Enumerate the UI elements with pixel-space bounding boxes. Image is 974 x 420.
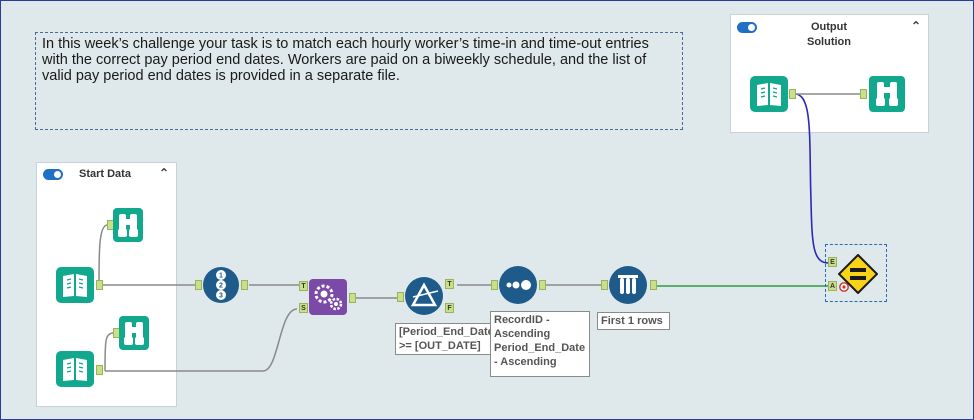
sort-dots-icon xyxy=(499,266,537,304)
wire-input2-to-join[interactable] xyxy=(105,308,298,372)
input-anchor[interactable] xyxy=(601,280,608,290)
input-data-tool-1[interactable] xyxy=(56,267,103,303)
wire-output-to-test[interactable] xyxy=(794,93,830,264)
book-icon xyxy=(750,76,788,112)
record-id-tool[interactable]: 1 2 3 xyxy=(195,267,251,303)
output-anchor[interactable] xyxy=(241,280,248,290)
output-browse-tool[interactable] xyxy=(860,76,908,112)
input-anchor[interactable] xyxy=(195,280,202,290)
collapse-chevron-icon[interactable]: ⌃ xyxy=(159,166,170,180)
filter-annotation: [Period_End_Date] >= [OUT_DATE] xyxy=(395,323,497,355)
comment-box[interactable]: In this week’s challenge your task is to… xyxy=(35,32,683,130)
sample-tool[interactable] xyxy=(601,266,659,304)
wire-input2-to-browse2[interactable] xyxy=(104,332,114,372)
binoculars-icon xyxy=(113,208,143,242)
sort-tool[interactable] xyxy=(491,266,547,304)
test-tool[interactable]: E A xyxy=(825,244,887,302)
anchor-true[interactable]: T xyxy=(445,279,454,289)
collapse-chevron-icon[interactable]: ⌃ xyxy=(911,19,922,33)
filter-tool[interactable]: T F xyxy=(397,277,457,315)
container-title: Start Data xyxy=(79,168,131,180)
container-toggle[interactable] xyxy=(43,169,63,180)
connection-progress-icon xyxy=(839,282,849,292)
book-icon xyxy=(56,351,94,387)
output-anchor[interactable] xyxy=(789,89,796,99)
comment-text: In this week’s challenge your task is to… xyxy=(42,36,649,84)
append-fields-tool[interactable]: T S xyxy=(299,279,356,315)
anchor-expected[interactable]: E xyxy=(828,257,837,267)
gears-icon xyxy=(309,279,347,315)
input-anchor[interactable] xyxy=(491,280,498,290)
container-header: Output Solution ⌃ xyxy=(731,15,928,51)
container-toggle[interactable] xyxy=(737,22,757,33)
anchor-actual[interactable]: A xyxy=(828,281,837,291)
browse-tool-1[interactable] xyxy=(107,208,143,242)
output-anchor[interactable] xyxy=(96,365,103,375)
numbered-list-icon: 1 2 3 xyxy=(203,267,239,303)
svg-text:2: 2 xyxy=(219,283,223,290)
input-anchor[interactable] xyxy=(860,89,867,99)
container-title: Output Solution xyxy=(807,21,851,48)
anchor-source[interactable]: S xyxy=(299,303,308,313)
test-equals-icon xyxy=(838,254,878,294)
svg-text:3: 3 xyxy=(219,293,223,300)
output-input-data-tool[interactable] xyxy=(750,76,796,112)
output-anchor[interactable] xyxy=(539,280,546,290)
filter-prism-icon xyxy=(405,277,443,315)
book-icon xyxy=(56,267,94,303)
output-anchor[interactable] xyxy=(96,280,103,290)
container-header: Start Data ⌃ xyxy=(37,163,176,185)
svg-text:1: 1 xyxy=(219,273,223,280)
wire-input1-to-browse1[interactable] xyxy=(98,224,108,286)
anchor-false[interactable]: F xyxy=(445,303,454,313)
container-output-solution[interactable]: Output Solution ⌃ xyxy=(730,14,929,133)
sample-annotation: First 1 rows xyxy=(597,312,670,330)
sort-annotation: RecordID - Ascending Period_End_Date - A… xyxy=(490,311,590,377)
input-data-tool-2[interactable] xyxy=(56,351,103,387)
output-anchor[interactable] xyxy=(349,293,356,303)
binoculars-icon xyxy=(869,76,905,112)
output-anchor[interactable] xyxy=(650,280,657,290)
anchor-target[interactable]: T xyxy=(299,281,308,291)
binoculars-icon xyxy=(119,316,149,350)
input-anchor[interactable] xyxy=(397,292,404,302)
test-tubes-icon xyxy=(609,266,647,304)
browse-tool-2[interactable] xyxy=(113,316,151,350)
